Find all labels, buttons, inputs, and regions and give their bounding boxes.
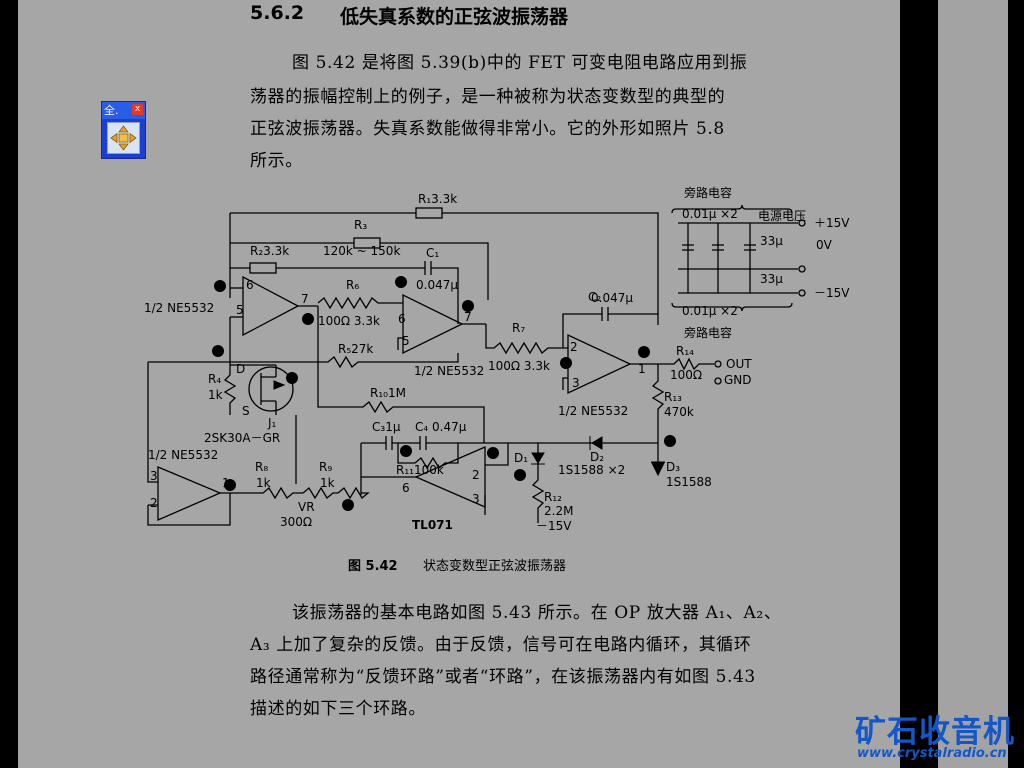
label-u1: 1/2 NE5532: [144, 301, 214, 315]
logo-text: 矿石收音机: [855, 714, 1015, 750]
label-r14-value: 100Ω: [670, 368, 702, 382]
pin-label: 6: [398, 312, 406, 326]
fullscreen-widget[interactable]: 全. x: [101, 101, 146, 159]
label-fet-s: S: [242, 404, 250, 418]
pin-label: 1: [222, 476, 230, 490]
label-bypass-bottom-value: 0.01μ ×2: [682, 304, 738, 318]
label-out: OUT: [726, 357, 752, 371]
body-line: 路径通常称为“反馈环路”或者“环路”，在该振荡器内有如图 5.43: [250, 667, 756, 687]
label-p15: ＋15V: [814, 216, 850, 230]
label-r12: R₁₂: [544, 490, 562, 504]
pin-label: 6: [402, 481, 410, 495]
label-n15: －15V: [814, 286, 850, 300]
label-r3-value: 120k ~ 150k: [323, 244, 400, 258]
pin-label: 2: [570, 340, 578, 354]
pin-label: 3: [472, 492, 480, 506]
logo-url: www.crystalradio.cn: [857, 746, 1007, 761]
pin-label: 6: [246, 278, 254, 292]
pin-label: 7: [301, 292, 309, 306]
figure-caption-text: 状态变数型正弦波振荡器: [423, 559, 567, 574]
pin-label: 3: [150, 469, 158, 483]
label-r9: R₉: [319, 460, 332, 474]
label-c2: C₂: [588, 290, 601, 304]
label-d3-value: 1S1588: [666, 475, 712, 489]
label-d1: D₁: [514, 451, 528, 465]
label-d12: 1S1588 ×2: [558, 463, 625, 477]
label-c2-value: 0.047μ: [591, 291, 633, 305]
pin-label: 7: [464, 310, 472, 324]
next-page-strip: [938, 0, 1008, 768]
label-cap33a: 33μ: [760, 234, 783, 248]
circuit-schematic: R₁3.3k R₃ 120k ~ 150k R₂3.3k C₁ 0.047μ R…: [144, 185, 850, 533]
label-r4-value: 1k: [208, 388, 223, 402]
body-line: A₃ 上加了复杂的反馈。由于反馈，信号可在电路内循环，其循环: [250, 635, 752, 655]
move-icon[interactable]: [107, 122, 140, 154]
label-r7: R₇: [512, 321, 525, 335]
label-power: 电源电压: [758, 209, 806, 223]
label-d3: D₃: [666, 460, 680, 474]
left-border: [0, 0, 18, 768]
label-r11: R₁₁100k: [396, 463, 444, 477]
label-r12-value: 2.2M: [544, 504, 573, 518]
label-r9-value: 1k: [320, 476, 335, 490]
pin-label: 5: [236, 303, 244, 317]
label-fet-j: J₁: [267, 416, 277, 430]
label-vr: VR: [298, 500, 315, 514]
intro-line: 荡器的振幅控制上的例子，是一种被称为状态变数型的典型的: [250, 87, 726, 107]
label-bypass-bottom: 旁路电容: [684, 325, 732, 340]
intro-line: 所示。: [250, 151, 303, 171]
intro-line: 图 5.42 是将图 5.39(b)中的 FET 可变电阻电路应用到振: [292, 53, 748, 73]
label-r14: R₁₄: [676, 344, 694, 358]
label-vr-value: 300Ω: [280, 515, 312, 529]
label-c1-value: 0.047μ: [416, 278, 458, 292]
pin-label: 3: [572, 376, 580, 390]
label-c1: C₁: [426, 246, 439, 260]
label-r13: R₁₃: [664, 390, 682, 404]
label-r1: R₁3.3k: [418, 192, 457, 206]
label-p0: 0V: [816, 238, 833, 252]
section-title: 低失真系数的正弦波振荡器: [340, 6, 569, 28]
label-r6: R₆: [346, 278, 359, 292]
label-cap33b: 33μ: [760, 272, 783, 286]
label-r8: R₈: [255, 460, 268, 474]
label-fet-d: D: [236, 362, 245, 376]
watermark-logo: 矿石收音机 www.crystalradio.cn: [855, 706, 1023, 768]
body-line: 描述的如下三个环路。: [250, 699, 426, 719]
document-page: 5.6.2 低失真系数的正弦波振荡器 图 5.42 是将图 5.39(b)中的 …: [18, 0, 900, 768]
label-r2: R₂3.3k: [250, 244, 289, 258]
label-c3: C₃1μ: [372, 420, 401, 434]
close-icon[interactable]: x: [132, 104, 143, 115]
label-u5: TL071: [412, 518, 453, 532]
label-bypass-top-value: 0.01μ ×2: [682, 207, 738, 221]
pin-label: 1: [638, 362, 646, 376]
label-r7-value: 100Ω 3.3k: [488, 359, 550, 373]
label-d2: D₂: [590, 450, 604, 464]
label-u4: 1/2 NE5532: [148, 448, 218, 462]
label-r10: R₁₀1M: [370, 386, 406, 400]
section-number: 5.6.2: [250, 2, 305, 24]
label-r3: R₃: [354, 218, 367, 232]
label-m15: －15V: [536, 519, 572, 533]
pin-label: 2: [472, 468, 480, 482]
label-gnd: GND: [724, 373, 752, 387]
widget-label: 全.: [104, 104, 119, 117]
label-fet: 2SK30A－GR: [204, 431, 280, 445]
label-r5: R₅27k: [338, 342, 373, 356]
figure-caption-number: 图 5.42: [348, 559, 398, 574]
label-r8-value: 1k: [256, 476, 271, 490]
label-u2: 1/2 NE5532: [414, 364, 484, 378]
label-r6-value: 100Ω 3.3k: [318, 314, 380, 328]
intro-line: 正弦波振荡器。失真系数能做得非常小。它的外形如照片 5.8: [250, 119, 725, 139]
label-r4: R₄: [208, 372, 221, 386]
label-u3: 1/2 NE5532: [558, 404, 628, 418]
pin-label: 5: [402, 334, 410, 348]
label-r13-value: 470k: [664, 405, 694, 419]
label-bypass-top: 旁路电容: [684, 185, 732, 200]
pin-label: 2: [150, 496, 158, 510]
label-c4: C₄ 0.47μ: [415, 420, 467, 434]
body-line: 该振荡器的基本电路如图 5.43 所示。在 OP 放大器 A₁、A₂、: [292, 603, 782, 623]
